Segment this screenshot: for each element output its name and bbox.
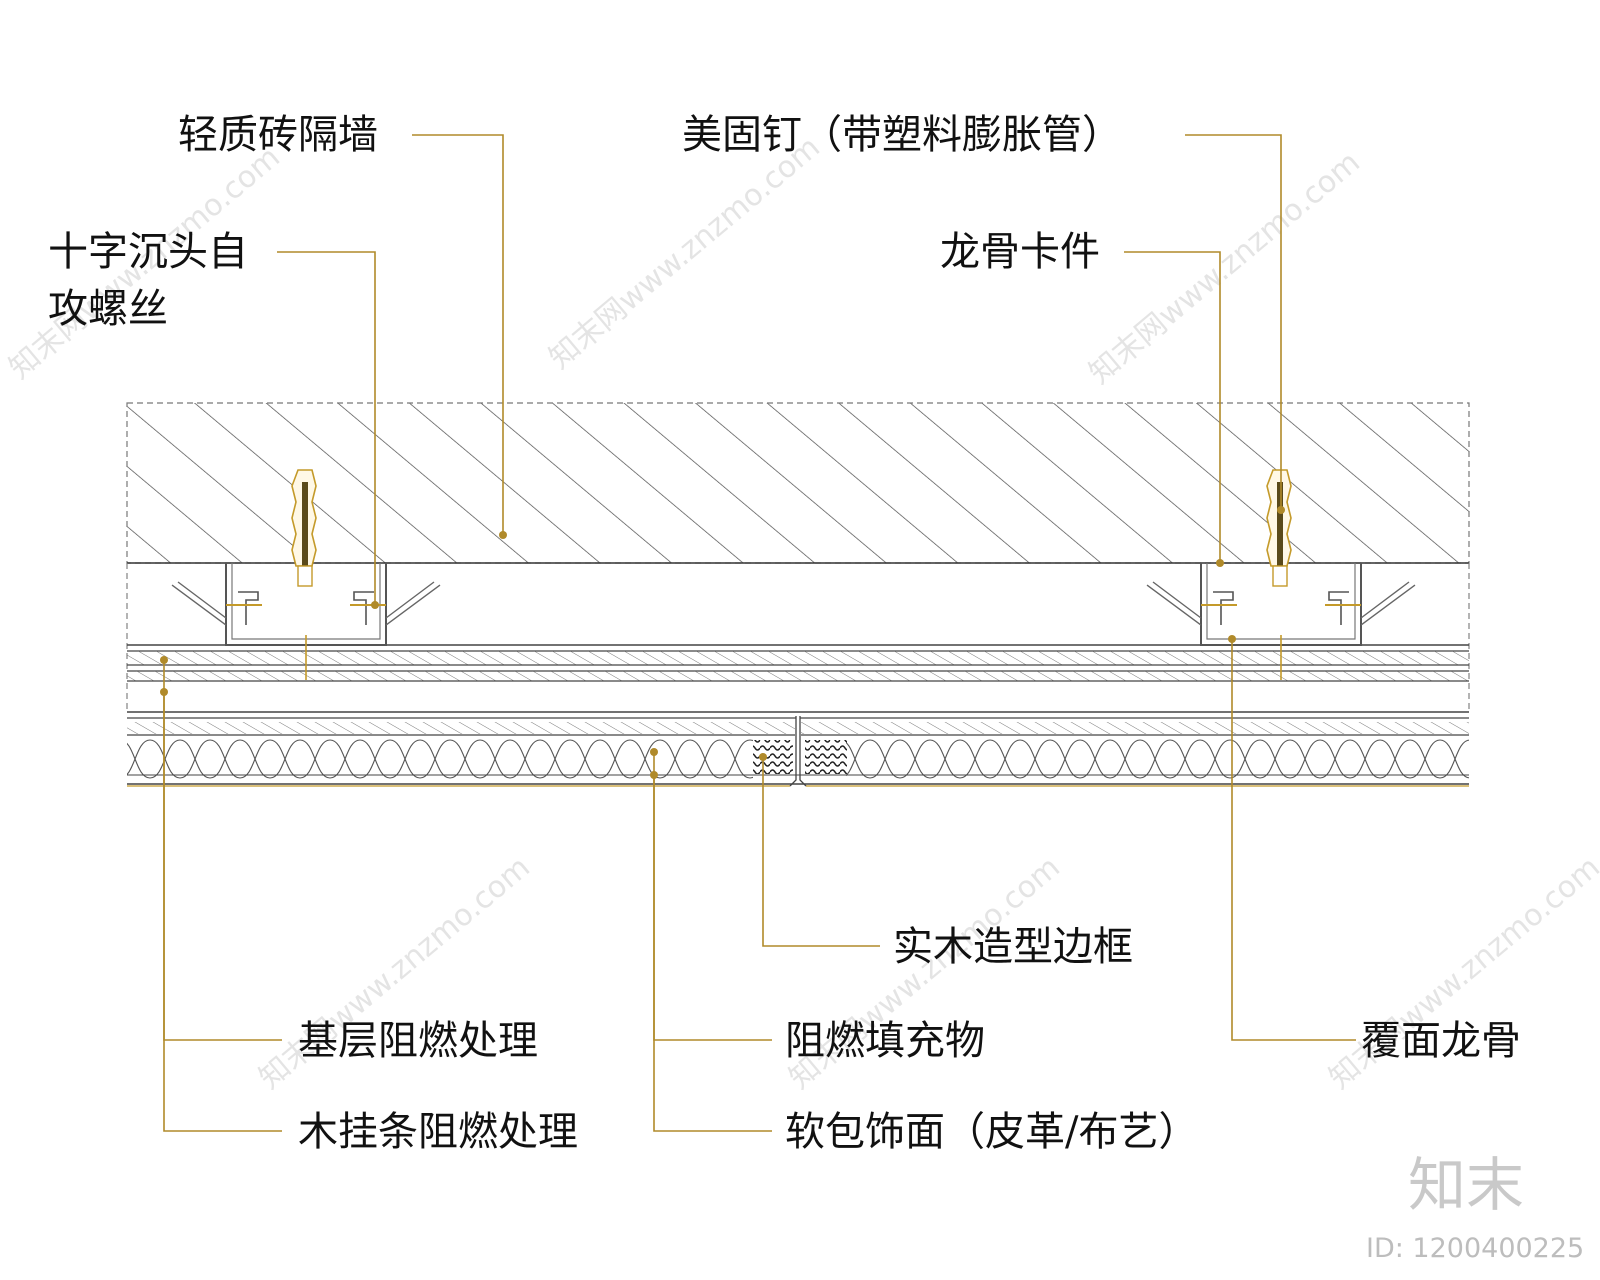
base-board-layers bbox=[127, 644, 1469, 713]
label-keel-clip: 龙骨卡件 bbox=[940, 229, 1100, 275]
leader-lines bbox=[163, 134, 1356, 1132]
anchor-nail-right bbox=[1266, 469, 1292, 587]
keel-assembly-left bbox=[171, 563, 441, 680]
label-solid-wood-frame: 实木造型边框 bbox=[893, 924, 1133, 970]
leader-dots bbox=[160, 506, 1285, 779]
brick-wall bbox=[126, 402, 1470, 564]
watermark-site-text: 知末网www.znzmo.com bbox=[1083, 145, 1367, 391]
watermark-site-text: 知末网www.znzmo.com bbox=[543, 130, 827, 376]
soft-pack-panel bbox=[127, 716, 1469, 787]
label-cross-screw-line2: 攻螺丝 bbox=[48, 286, 168, 332]
label-anchor-nail: 美固钉（带塑料膨胀管） bbox=[682, 112, 1122, 158]
label-fire-filler: 阻燃填充物 bbox=[785, 1018, 985, 1064]
cavity bbox=[126, 563, 1470, 712]
keel-assembly-right bbox=[1146, 563, 1416, 680]
label-cross-screw-line1: 十字沉头自 bbox=[48, 229, 248, 275]
watermark-id: ID: 1200400225 bbox=[1366, 1233, 1584, 1264]
callout-labels: 轻质砖隔墙 十字沉头自 攻螺丝 美固钉（带塑料膨胀管） 龙骨卡件 实木造型边框 … bbox=[48, 112, 1521, 1155]
solid-wood-frame-right bbox=[805, 740, 847, 774]
corner-watermark: 知末 ID: 1200400225 bbox=[1366, 1151, 1584, 1264]
label-wood-strip-fire-treatment: 木挂条阻燃处理 bbox=[298, 1109, 578, 1155]
label-soft-pack-finish: 软包饰面（皮革/布艺） bbox=[785, 1109, 1198, 1155]
label-light-brick-wall: 轻质砖隔墙 bbox=[178, 112, 378, 158]
anchor-nail-left bbox=[291, 469, 317, 587]
label-base-fire-treatment: 基层阻燃处理 bbox=[298, 1018, 538, 1064]
watermark-logo: 知末 bbox=[1408, 1151, 1524, 1219]
label-cover-keel: 覆面龙骨 bbox=[1361, 1018, 1521, 1064]
